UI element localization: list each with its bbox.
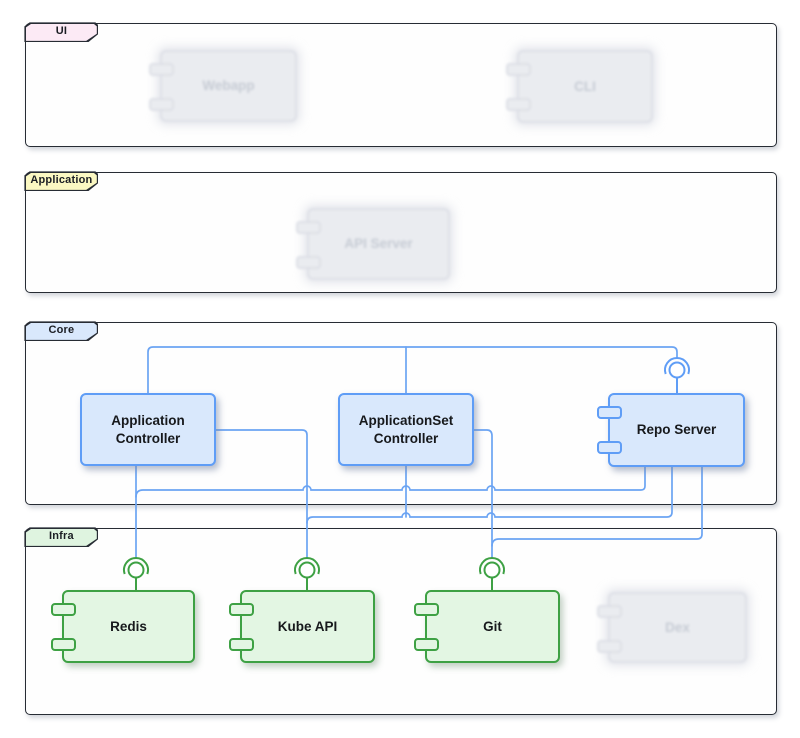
component-port-notch	[149, 63, 174, 76]
component-repo-server[interactable]: Repo Server	[597, 393, 745, 467]
component-port-notch	[414, 603, 439, 616]
component-port-notch	[506, 63, 531, 76]
component-port-notch	[149, 98, 174, 111]
component-label: Application Controller	[111, 412, 185, 446]
component-label: ApplicationSet Controller	[358, 412, 454, 446]
component-redis[interactable]: Redis	[51, 590, 195, 663]
component-kube-api[interactable]: Kube API	[229, 590, 375, 663]
component-label: Webapp	[202, 78, 255, 94]
section-ui: UI	[24, 22, 777, 147]
component-port-notch	[597, 605, 622, 618]
component-port-notch	[414, 638, 439, 651]
component-label: Git	[483, 618, 502, 634]
component-port-notch	[296, 221, 321, 234]
component-git[interactable]: Git	[414, 590, 560, 663]
section-tab-application: Application	[24, 171, 99, 192]
component-port-notch	[51, 638, 76, 651]
section-label: Application	[30, 174, 93, 187]
component-label: Redis	[110, 618, 147, 634]
component-cli: CLI	[506, 50, 653, 123]
component-port-notch	[229, 603, 254, 616]
component-port-notch	[506, 98, 531, 111]
component-port-notch	[296, 256, 321, 269]
component-label: Repo Server	[636, 422, 717, 438]
component-port-notch	[597, 640, 622, 653]
section-tab-infra: Infra	[24, 527, 99, 548]
component-dex: Dex	[597, 592, 747, 663]
component-application-controller[interactable]: Application Controller	[80, 393, 216, 466]
component-port-notch	[597, 406, 622, 419]
component-port-notch	[51, 603, 76, 616]
component-label: API Server	[344, 236, 413, 252]
section-label: UI	[55, 25, 68, 38]
section-label: Infra	[48, 530, 74, 543]
section-label: Core	[48, 324, 75, 337]
section-tab-ui: UI	[24, 22, 99, 43]
component-label: Kube API	[277, 618, 338, 634]
component-label: Dex	[665, 619, 690, 635]
component-applicationset-controller[interactable]: ApplicationSet Controller	[338, 393, 474, 466]
section-tab-core: Core	[24, 321, 99, 342]
component-label: CLI	[574, 78, 596, 94]
component-webapp: Webapp	[149, 50, 297, 122]
component-port-notch	[229, 638, 254, 651]
component-port-notch	[597, 441, 622, 454]
component-api-server: API Server	[296, 208, 450, 280]
